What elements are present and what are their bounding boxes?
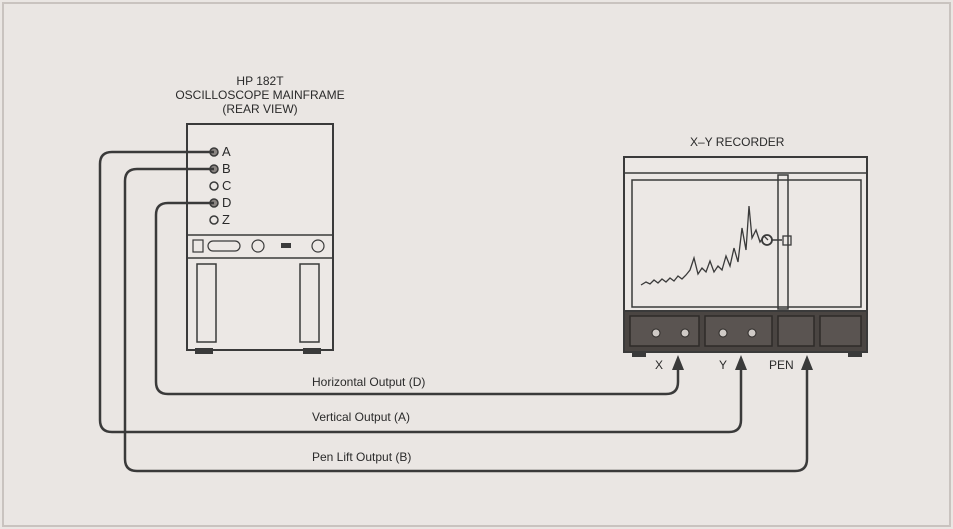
recorder-title: X–Y RECORDER [690,135,785,149]
mainframe-body [186,123,334,351]
horizontal-output-cable [154,201,680,396]
pen-arm [777,174,789,310]
input-label-pen: PEN [769,358,794,372]
arrow-up-icon [801,355,813,370]
x-input-knob-icon [651,328,661,338]
port-label-c: C [222,178,232,193]
input-label-y: Y [719,358,728,372]
knob-icon [311,239,325,253]
side-panel-left [196,263,217,343]
oscilloscope-mainframe [186,123,334,354]
xy-recorder [623,156,868,357]
cables [98,150,809,473]
horizontal-output-label: Horizontal Output (D) [312,375,426,389]
power-socket-icon [192,239,204,253]
slot-icon [207,240,241,252]
port-c-connector-icon [209,181,219,191]
side-panel-right [299,263,320,343]
foot-icon [632,352,646,357]
y-input-knob-icon [718,328,728,338]
knob-icon [251,239,265,253]
x-input-knob-icon [680,328,690,338]
port-label-b: B [222,161,231,176]
arrow-up-icon [672,355,684,370]
vertical-output-label: Vertical Output (A) [312,410,411,424]
port-label-z: Z [222,212,230,227]
port-z-connector-icon [209,215,219,225]
port-label-d: D [222,195,232,210]
arrow-up-icon [735,355,747,370]
plotted-spectrum-trace [640,205,769,286]
switch-icon [281,243,291,248]
foot-icon [195,348,213,354]
foot-icon [303,348,321,354]
vertical-output-cable [98,150,743,434]
mainframe-title-line: OSCILLOSCOPE MAINFRAME [175,88,345,102]
port-label-a: A [222,144,231,159]
mainframe-title-line: HP 182T [236,74,284,88]
y-input-knob-icon [747,328,757,338]
mainframe-title-line: (REAR VIEW) [222,102,298,116]
input-label-x: X [655,358,664,372]
mainframe-title: HP 182T OSCILLOSCOPE MAINFRAME (REAR VIE… [150,74,370,116]
pen-lift-output-label: Pen Lift Output (B) [312,450,412,464]
foot-icon [848,352,862,357]
pen-lift-output-cable [123,167,809,473]
